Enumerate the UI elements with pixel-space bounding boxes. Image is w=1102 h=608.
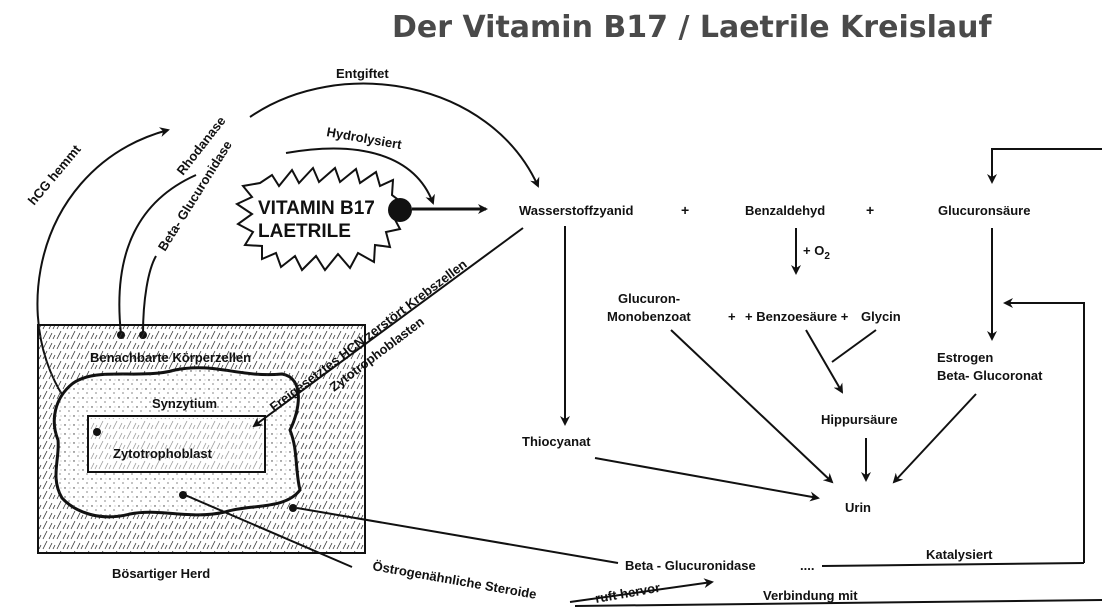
- glucuronsaeure: Glucuronsäure: [938, 203, 1030, 218]
- rhodanase-line: [118, 174, 197, 335]
- benzaldehyd: Benzaldehyd: [745, 203, 825, 218]
- glucuron-label: Glucuron-: [618, 291, 680, 306]
- right-return-line: [1003, 298, 1085, 563]
- dots-label: ....: [800, 558, 814, 573]
- monobenzoat-label: Monobenzoat: [607, 309, 691, 324]
- urin-label: Urin: [845, 500, 871, 515]
- diagram-title: Der Vitamin B17 / Laetrile Kreislauf: [392, 10, 992, 45]
- benachbarte-label: Benachbarte Körperzellen: [90, 350, 251, 365]
- beta-glucuronidase-bottom: Beta - Glucuronidase: [625, 558, 756, 573]
- hydrolysiert-arrow: [285, 147, 435, 205]
- verbindung-line: [574, 599, 1102, 607]
- o2-label: + O2: [803, 243, 830, 262]
- glycin-label: Glycin: [861, 309, 901, 324]
- hippursaeure-label: Hippursäure: [821, 412, 898, 427]
- ruft-hervor-arrow: [569, 578, 714, 603]
- katalysiert-label: Katalysiert: [926, 547, 993, 562]
- zyto-dot: [93, 428, 101, 436]
- wasserstoffzyanid: Wasserstoffzyanid: [519, 203, 633, 218]
- herd-dot: [289, 504, 297, 512]
- glycin-to-hippur: [831, 329, 877, 363]
- synzytium-to-steroide: [184, 494, 353, 568]
- zytotrophoblast-hatch: [90, 418, 263, 470]
- label-entgiftet: Entgiftet: [336, 66, 389, 81]
- hcn-attack-line: [252, 227, 524, 428]
- oestrogen-label: Östrogenähnliche Steroide: [371, 558, 537, 602]
- plus-1: +: [681, 202, 689, 218]
- estrogen-to-urin: [892, 393, 977, 484]
- ruft-hervor-label: ruft hervor: [594, 580, 661, 606]
- estrogen-label: Estrogen: [937, 350, 993, 365]
- vitamin-b17-burst: [234, 166, 407, 272]
- thiocyanat-label: Thiocyanat: [522, 434, 591, 449]
- benzoesaeure-to-hippur: [805, 329, 844, 394]
- beta-glucoronat-label: Beta- Glucoronat: [937, 368, 1043, 383]
- thiocyanat-to-urin: [594, 457, 820, 502]
- glucuronidase-line: [142, 255, 157, 335]
- vitamin-b17-label: VITAMIN B17: [258, 198, 375, 219]
- glucuron-loop-line: [987, 148, 1102, 184]
- monobenzoat-to-urin: [670, 329, 834, 484]
- synzytium-dot: [179, 491, 187, 499]
- plus-3: +: [728, 309, 736, 324]
- herd-to-glucuronidase: [296, 507, 619, 564]
- zytotrophoblast-label: Zytotrophoblast: [113, 446, 213, 461]
- katalysiert-line: [821, 562, 1085, 567]
- benzoesaeure-label: + Benzoesäure +: [745, 309, 849, 324]
- verbindung-label: Verbindung mit: [763, 588, 858, 603]
- entgiftet-arrow: [249, 82, 540, 188]
- label-hcg-hemmt: hCG hemmt: [25, 141, 84, 208]
- boesartiger-herd-label: Bösartiger Herd: [112, 566, 210, 581]
- vitamin-dot: [388, 198, 412, 222]
- synzytium-label: Synzytium: [152, 396, 217, 411]
- plus-2: +: [866, 202, 874, 218]
- laetrile-label: LAETRILE: [258, 221, 351, 242]
